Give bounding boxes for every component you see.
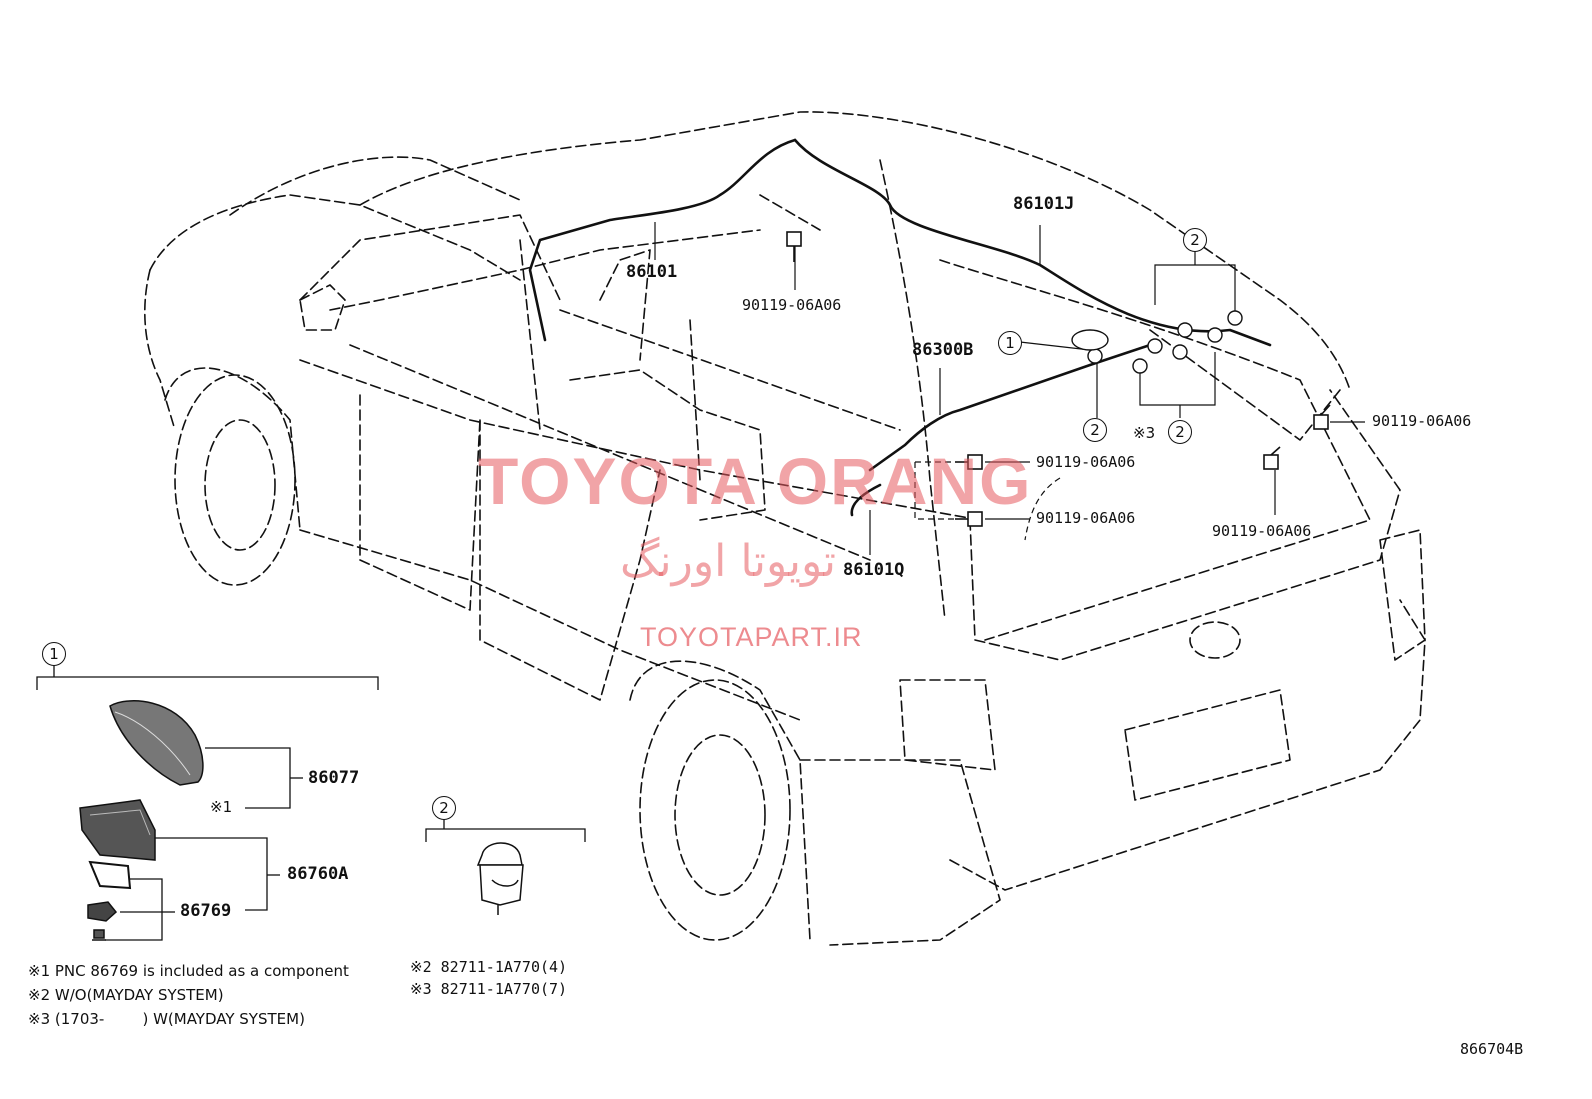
marker-1-main: 1 [998,331,1022,355]
callout-86101Q: 86101Q [843,560,905,580]
front-wheel-arch [164,367,301,531]
watermark-site: TOYOTAPART.IR [640,622,863,652]
leader-dash-2 [349,344,871,561]
footnote-3: ※3 (1703- ) W(MAYDAY SYSTEM) [28,1010,305,1028]
diagram-id: 866704B [1460,1040,1524,1058]
bolt-mid-upper [955,454,983,470]
marker-2-inset: 2 [432,796,456,820]
bolt-right-lower [1263,446,1281,470]
roof-outline [359,111,1351,391]
roof-antenna-base [1071,329,1109,351]
marker-2-bottom: 2 [1168,420,1192,444]
callout-bolt-right-upper: 90119-06A06 [1372,412,1472,430]
callout-86077: 86077 [308,768,360,788]
marker-2-left: 2 [1083,418,1107,442]
side-mirror [299,284,346,331]
leader-dash-4 [759,194,821,231]
seat-rear [569,369,766,521]
door-front [359,394,481,611]
license-plate [1124,689,1291,801]
marker-1-inset: 1 [42,642,66,666]
clip-7 [1087,348,1103,364]
clip-5 [1172,344,1188,360]
inset1-bracket [36,676,379,690]
antenna-screw [92,929,106,941]
footnote-2: ※2 W/O(MAYDAY SYSTEM) [28,986,224,1004]
cable-clip [476,842,524,915]
footnote-1: ※1 PNC 86769 is included as a component [28,962,349,980]
a-pillar [299,214,561,301]
leader-dash-3 [1149,329,1341,441]
rear-bumper [949,599,1426,891]
rear-lower-body [799,759,1001,946]
c-pillar [689,319,701,481]
tail-light-right [1379,529,1426,661]
antenna-gasket [88,860,132,890]
cable-86300B [868,343,1152,472]
bolt-right-upper [1313,404,1331,430]
front-wheel-inner [204,419,276,551]
front-bumper [144,269,176,431]
b-pillar [519,239,541,431]
cable-86101 [528,138,797,342]
callout-bolt-right-lower: 90119-06A06 [1212,522,1312,540]
callout-clip-mayday-with: ※3 82711-1A770(7) [410,980,568,998]
cable-86101Q [850,483,882,517]
callout-bolt-top: 90119-06A06 [742,296,842,314]
hood-outline [149,194,521,281]
callout-86300B: 86300B [912,340,974,360]
clip-6 [1132,358,1148,374]
callout-86760A: 86760A [287,864,349,884]
callout-86101J: 86101J [1013,194,1075,214]
clip-1 [1147,338,1163,354]
callout-86101: 86101 [626,262,678,282]
rear-wheel-arch [629,660,811,941]
leader-dash-1 [559,309,901,431]
shark-fin-antenna [109,700,204,786]
watermark-brand-persian: تویوتا اورنگ [620,536,836,587]
body-rocker [299,529,801,721]
liftgate-outline [969,389,1401,661]
callout-mark3: ※3 [1133,424,1156,442]
dash [329,229,761,311]
rear-wheel-inner [674,734,766,896]
rear-emblem [1189,621,1241,659]
antenna-amplifier [79,799,156,861]
tail-light-left [899,679,996,771]
bolt-mid-lower [955,511,983,527]
watermark-brand: TOYOTA ORANG [478,444,1033,518]
rear-wheel [639,679,791,941]
callout-clip-mayday-without: ※2 82711-1A770(4) [410,958,568,976]
callout-bolt-mid-lower: 90119-06A06 [1036,509,1136,527]
bolt-top [786,231,802,262]
callout-86769: 86769 [180,901,232,921]
antenna-nut [87,901,118,922]
d-pillar [879,159,946,621]
clip-3 [1207,327,1223,343]
callout-note1: ※1 [210,798,233,816]
body-side-top [299,359,981,521]
marker-2-top: 2 [1183,228,1207,252]
cable-86101J [793,138,1272,347]
clip-2 [1177,322,1193,338]
callout-bolt-mid-upper: 90119-06A06 [1036,453,1136,471]
rear-window [939,259,1371,641]
door-rear [479,419,661,701]
inset2-bracket [425,828,586,842]
console [599,249,651,361]
clip-4 [1227,310,1243,326]
roof-front-edge [229,156,521,216]
